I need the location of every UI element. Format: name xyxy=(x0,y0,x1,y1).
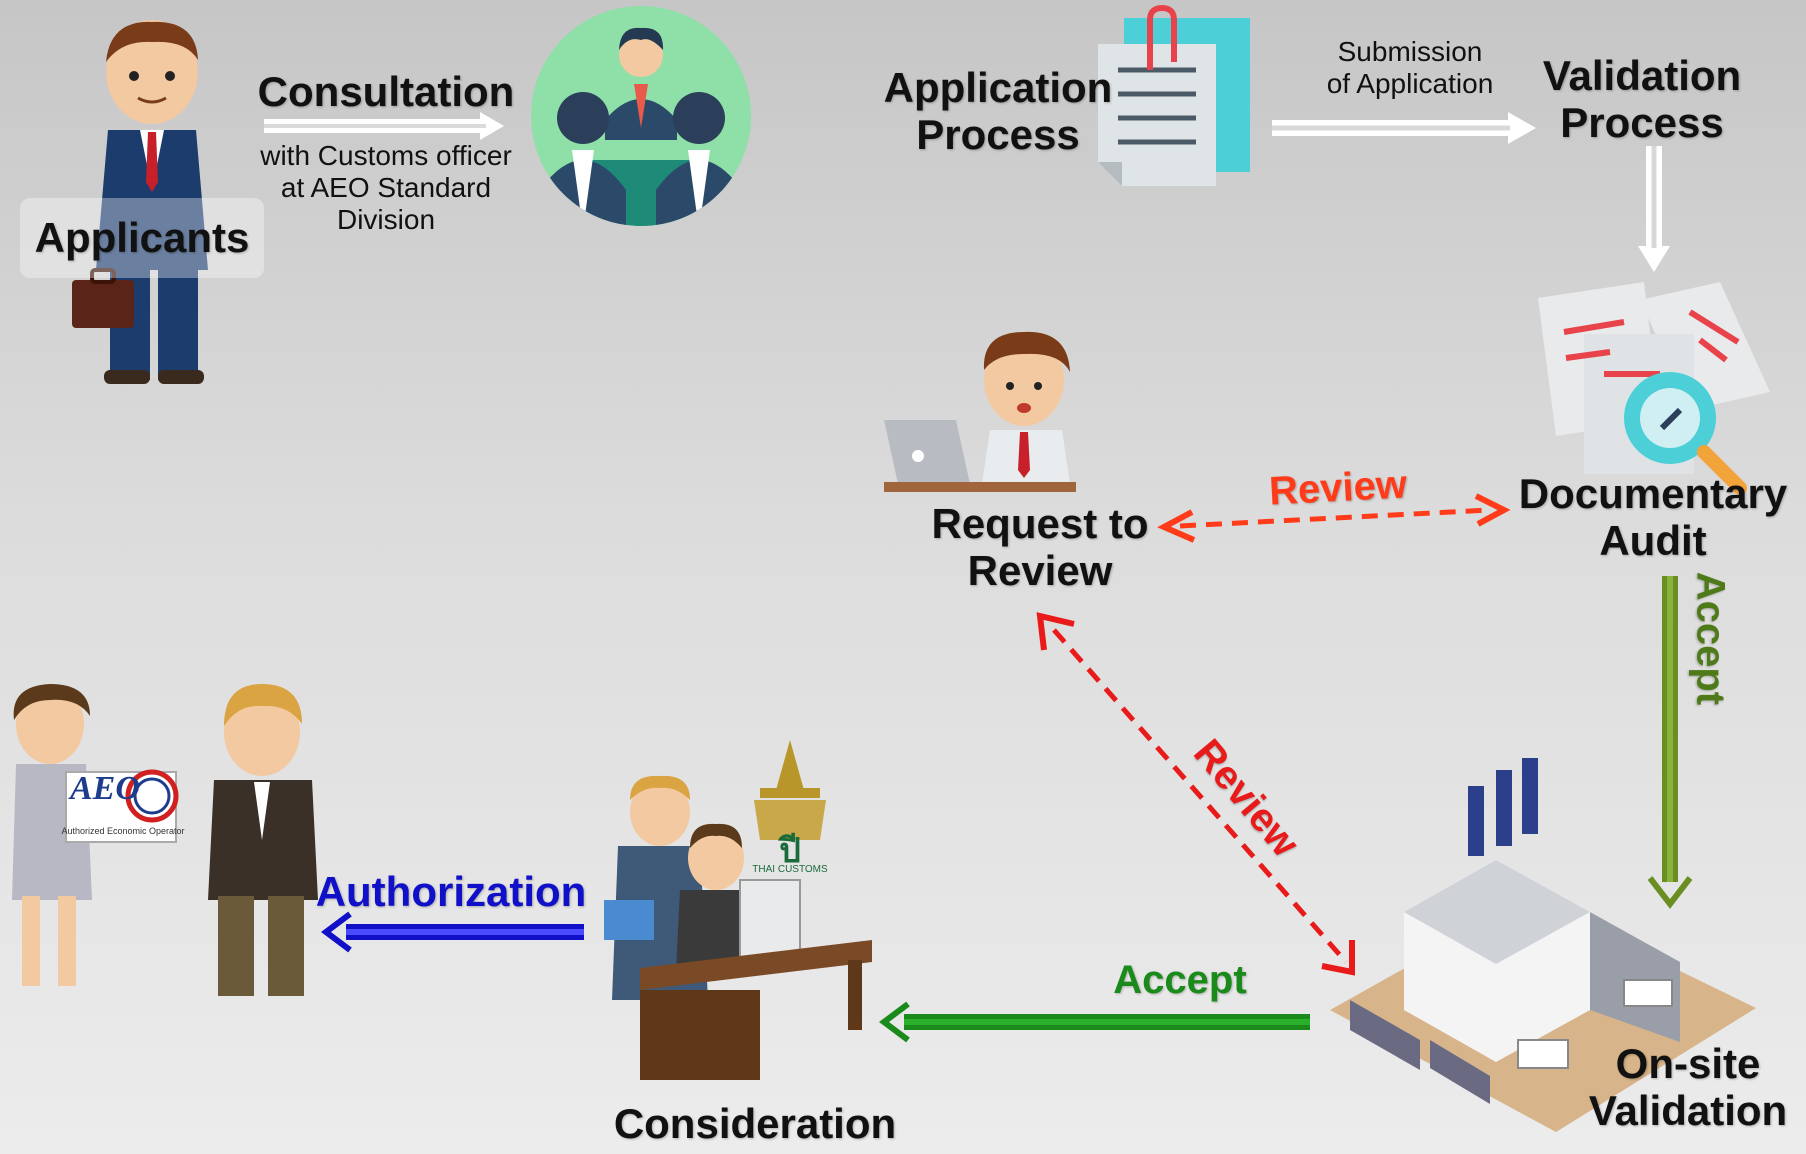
aeo-logo-text: AEO xyxy=(70,770,140,807)
consultation-detail-line-3: Division xyxy=(336,204,436,236)
consideration-label: Consideration xyxy=(613,1100,897,1147)
submission-label: Submission of Application xyxy=(1300,36,1520,100)
documentary-audit-line-1: Documentary xyxy=(1518,470,1788,517)
request-to-review-label: Request to Review xyxy=(900,500,1180,594)
meeting-icon xyxy=(531,6,751,226)
officers-desk-icon xyxy=(604,775,872,1080)
onsite-validation-line-1: On-site xyxy=(1615,1040,1761,1087)
accept-horizontal-label: Accept xyxy=(1113,958,1247,1002)
request-to-review-line-2: Review xyxy=(967,547,1113,595)
documentary-audit-line-2: Audit xyxy=(1599,517,1707,565)
onsite-validation-line-2: Validation xyxy=(1588,1087,1788,1135)
submission-line-2: of Application xyxy=(1326,68,1494,100)
review-horizontal-label: Review xyxy=(1267,462,1408,514)
businessman-icon xyxy=(20,20,264,384)
consultation-detail: with Customs officer at AEO Standard Div… xyxy=(248,140,524,237)
review-diagonal-arrow xyxy=(1036,612,1355,976)
accept-horizontal-arrow xyxy=(879,1001,1310,1043)
authorization-label: Authorization xyxy=(315,868,587,915)
validation-process-line-2: Process xyxy=(1560,99,1724,147)
review-horizontal-arrow xyxy=(1157,493,1511,543)
submission-line-1: Submission xyxy=(1337,36,1483,67)
applicants-label: Applicants xyxy=(34,214,250,261)
audit-magnifier-icon xyxy=(1538,282,1770,495)
validation-process-line-1: Validation xyxy=(1542,52,1742,99)
consultation-detail-line-1: with Customs officer xyxy=(260,140,512,171)
worried-worker-icon xyxy=(884,331,1076,492)
svg-text:ปี: ปี xyxy=(777,831,800,871)
validation-down-arrow xyxy=(1638,146,1670,272)
document-clip-icon xyxy=(1098,4,1250,186)
thai-customs-emblem-icon: ปี xyxy=(754,740,826,871)
application-process-line-1: Application xyxy=(883,64,1113,111)
consultation-arrow xyxy=(264,112,504,140)
consultation-detail-line-2: at AEO Standard xyxy=(280,172,492,204)
application-process-line-2: Process xyxy=(916,111,1080,159)
documentary-audit-label: Documentary Audit xyxy=(1510,470,1796,564)
factory-icon xyxy=(1330,758,1756,1132)
validation-process-label: Validation Process xyxy=(1524,52,1760,146)
thai-customs-caption: THAI CUSTOMS xyxy=(752,864,828,875)
onsite-validation-label: On-site Validation xyxy=(1570,1040,1806,1134)
request-to-review-line-1: Request to xyxy=(931,500,1149,547)
handshake-certificate-icon xyxy=(12,684,318,996)
aeo-logo-caption: Authorized Economic Operator xyxy=(61,826,185,836)
accept-vertical-arrow xyxy=(1647,576,1693,909)
submission-arrow xyxy=(1272,112,1536,144)
consultation-label: Consultation xyxy=(257,68,515,115)
authorization-arrow xyxy=(321,911,584,953)
application-process-label: Application Process xyxy=(876,64,1120,158)
accept-vertical-label: Accept xyxy=(1688,571,1733,706)
